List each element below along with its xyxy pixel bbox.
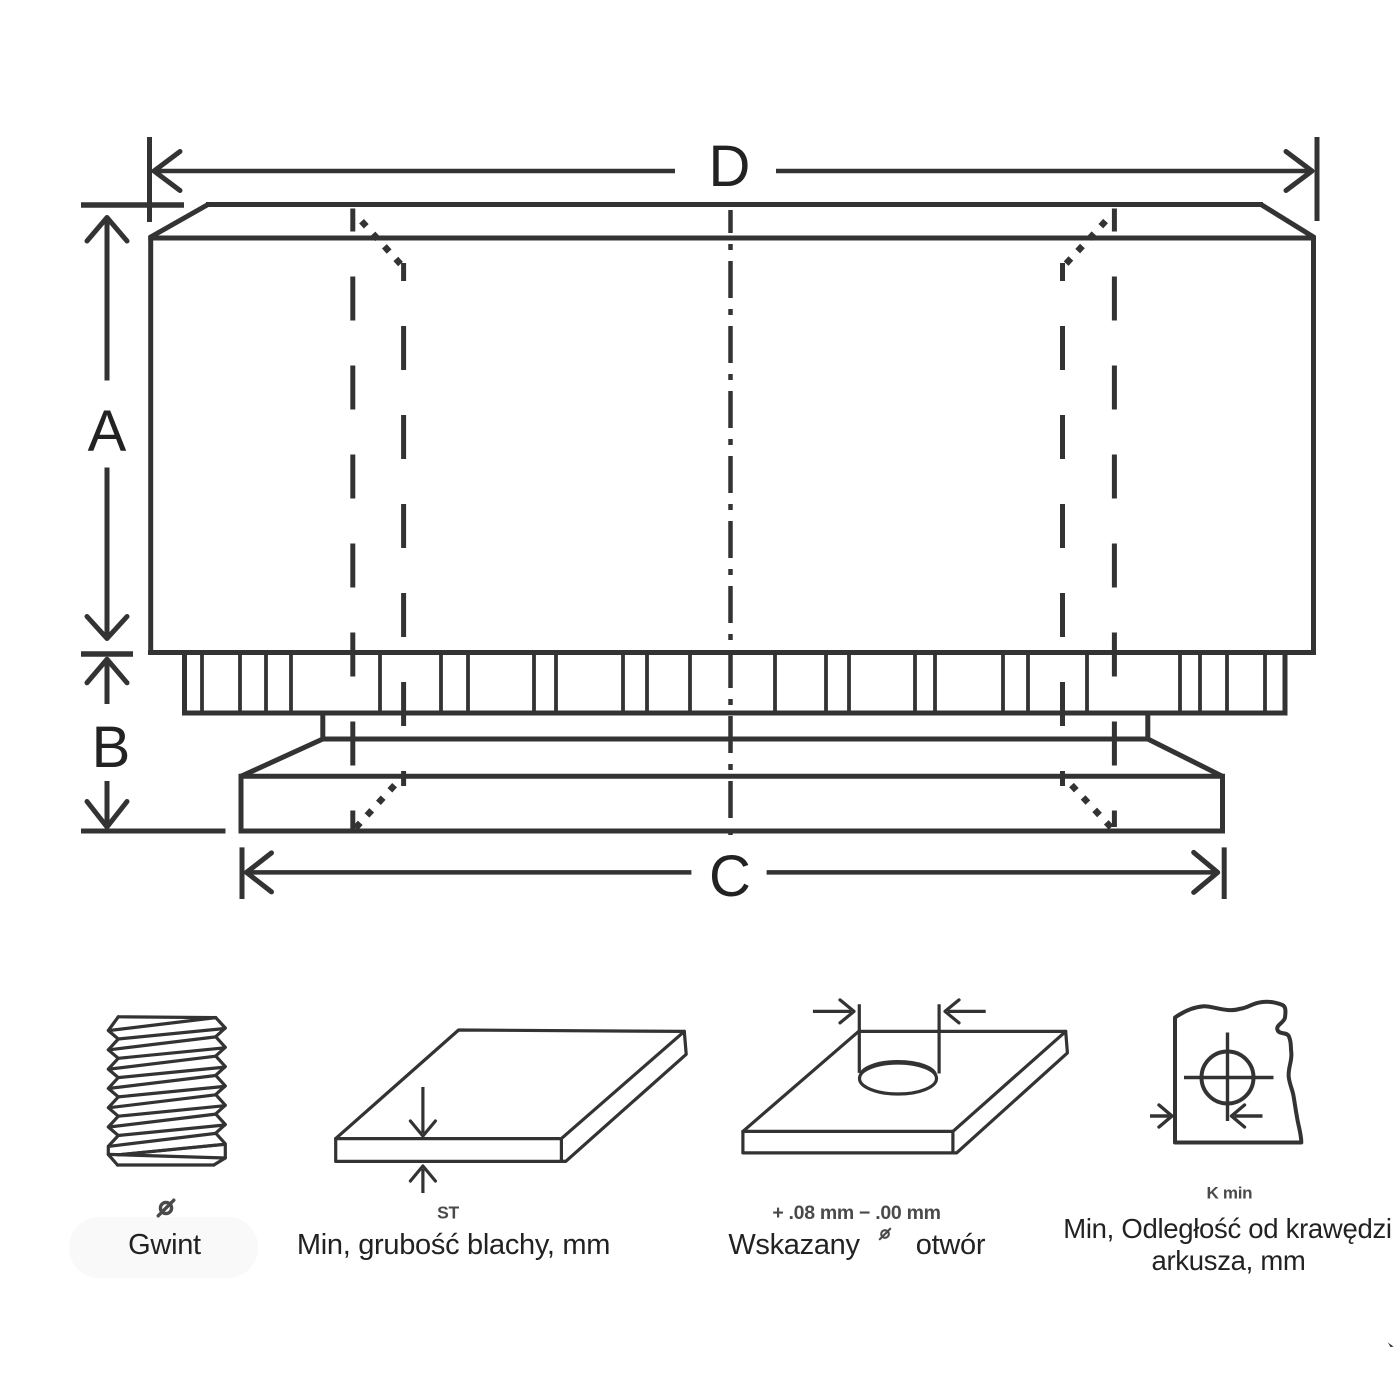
svg-text:+ .08 mm − .00 mm: + .08 mm − .00 mm <box>772 1202 940 1224</box>
svg-text:K min: K min <box>1207 1184 1253 1203</box>
svg-text:arkusza, mm: arkusza, mm <box>1151 1245 1305 1276</box>
svg-text:Min, grubość blachy, mm: Min, grubość blachy, mm <box>297 1229 610 1261</box>
svg-text:Min, Odległość od krawędzi: Min, Odległość od krawędzi <box>1063 1213 1391 1244</box>
svg-text:Wskazany: Wskazany <box>728 1229 860 1261</box>
svg-text:B: B <box>92 715 131 780</box>
svg-text:ST: ST <box>437 1203 459 1223</box>
svg-text:A: A <box>88 399 127 464</box>
svg-text:Gwint: Gwint <box>128 1229 201 1261</box>
svg-text:D: D <box>709 134 751 199</box>
svg-text:C: C <box>709 844 751 909</box>
svg-text:otwór: otwór <box>916 1229 986 1261</box>
